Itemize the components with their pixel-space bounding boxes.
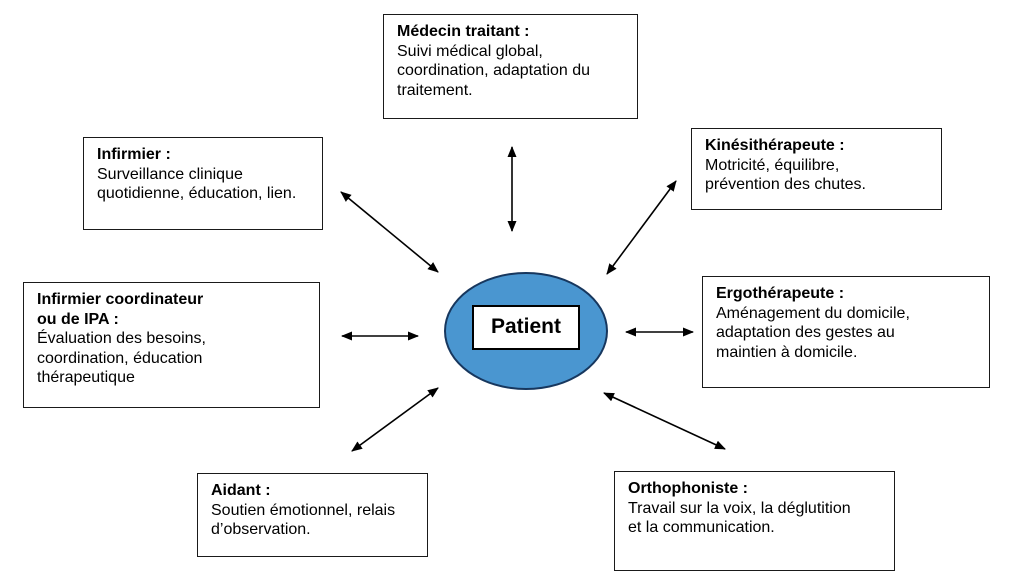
node-body: Surveillance clinique quotidienne, éduca… <box>97 165 297 203</box>
node-title: Médecin traitant : <box>397 23 530 40</box>
node-title: Kinésithérapeute : <box>705 137 845 154</box>
node-title: Ergothérapeute : <box>716 285 845 302</box>
node-infirmier: Infirmier : Surveillance clinique quotid… <box>83 137 323 230</box>
arrow-aidant <box>351 387 439 452</box>
arrow-kinesitherapeute <box>606 180 677 275</box>
node-infirmier-coordinateur: Infirmier coordinateur ou de IPA : Évalu… <box>23 282 320 408</box>
node-medecin-traitant: Médecin traitant : Suivi médical global,… <box>383 14 638 119</box>
node-ergotherapeute: Ergothérapeute : Aménagement du domicile… <box>702 276 990 388</box>
node-title: Infirmier : <box>97 146 171 163</box>
node-aidant: Aidant : Soutien émotionnel, relais d’ob… <box>197 473 428 557</box>
patient-label: Patient <box>490 315 561 338</box>
node-body: Travail sur la voix, la déglutition et l… <box>628 499 851 537</box>
node-body: Aménagement du domicile, adaptation des … <box>716 304 910 361</box>
node-orthophoniste: Orthophoniste : Travail sur la voix, la … <box>614 471 895 571</box>
node-body: Suivi médical global, coordination, adap… <box>397 42 591 99</box>
arrow-infirmier <box>340 191 439 273</box>
patient-ellipse: Patient <box>444 272 608 390</box>
node-body: Motricité, équilibre, prévention des chu… <box>705 156 866 194</box>
node-body: Évaluation des besoins, coordination, éd… <box>37 330 206 387</box>
node-title: Aidant : <box>211 482 271 499</box>
node-title: Orthophoniste : <box>628 480 748 497</box>
patient-label-box: Patient <box>472 304 580 350</box>
node-body: Soutien émotionnel, relais d’observation… <box>211 501 396 539</box>
arrow-orthophoniste <box>603 392 726 450</box>
node-kinesitherapeute: Kinésithérapeute : Motricité, équilibre,… <box>691 128 942 210</box>
node-title: Infirmier coordinateur ou de IPA : <box>37 291 204 328</box>
